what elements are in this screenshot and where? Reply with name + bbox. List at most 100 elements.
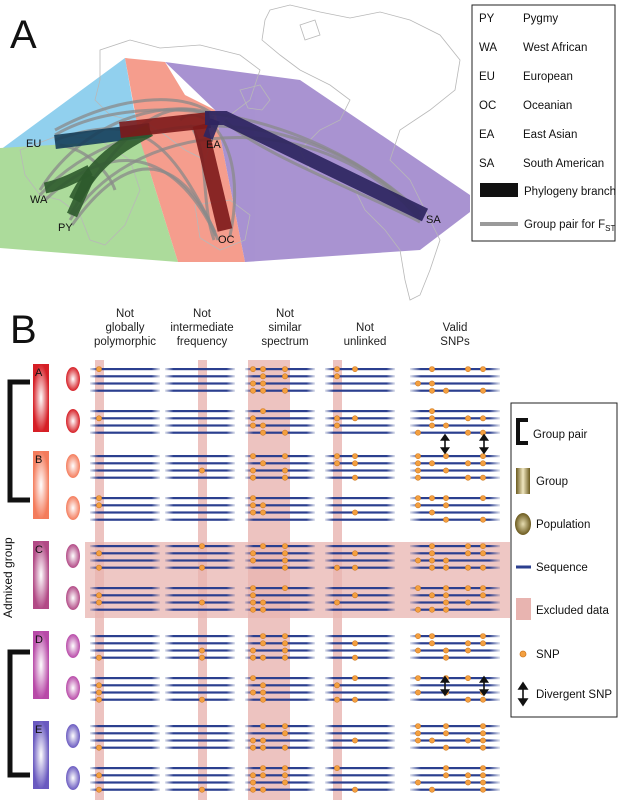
sequence bbox=[410, 698, 500, 701]
snp bbox=[480, 543, 486, 549]
sequence bbox=[410, 559, 500, 562]
sequence bbox=[165, 382, 235, 385]
legend-pair-sub: ST bbox=[605, 224, 615, 233]
sequence bbox=[325, 431, 395, 434]
sequence bbox=[325, 497, 395, 500]
sequence bbox=[245, 382, 315, 385]
snp bbox=[250, 654, 256, 661]
sequence bbox=[410, 566, 500, 569]
sequence bbox=[245, 774, 315, 777]
snp bbox=[465, 429, 471, 436]
snp bbox=[282, 557, 288, 564]
sequence bbox=[90, 389, 160, 392]
snp bbox=[352, 453, 358, 459]
sequence bbox=[325, 511, 395, 514]
map-labels: EU WA PY EA OC SA bbox=[26, 138, 441, 246]
sequence bbox=[410, 656, 500, 659]
sequence bbox=[245, 691, 315, 694]
snp bbox=[282, 366, 288, 372]
branch-main bbox=[119, 112, 211, 138]
sequence bbox=[245, 469, 315, 472]
sequence bbox=[245, 511, 315, 514]
sequence bbox=[90, 552, 160, 555]
snp bbox=[250, 606, 256, 613]
snp bbox=[260, 380, 266, 387]
sequence bbox=[90, 725, 160, 728]
snp bbox=[282, 373, 288, 380]
snp bbox=[199, 564, 205, 571]
snp bbox=[250, 509, 256, 516]
sequence bbox=[90, 566, 160, 569]
snp bbox=[250, 415, 256, 422]
snp bbox=[429, 592, 435, 599]
sequence bbox=[410, 545, 500, 548]
phylogeny-branches bbox=[43, 111, 429, 232]
snp bbox=[480, 779, 486, 786]
legend-code-py: PY bbox=[479, 13, 495, 25]
snp bbox=[352, 592, 358, 599]
snp bbox=[465, 675, 471, 681]
column-header-1-line-3: polymorphic bbox=[94, 336, 156, 348]
sequence bbox=[325, 469, 395, 472]
sequence bbox=[245, 649, 315, 652]
snp bbox=[443, 585, 449, 591]
sequence bbox=[165, 725, 235, 728]
sequence bbox=[90, 767, 160, 770]
snp bbox=[480, 744, 486, 751]
snp bbox=[443, 723, 449, 729]
snp bbox=[429, 509, 435, 516]
sequence bbox=[325, 594, 395, 597]
sequence bbox=[165, 504, 235, 507]
snp bbox=[443, 606, 449, 613]
snp bbox=[96, 495, 102, 501]
column-header-3-line-2: similar bbox=[268, 322, 301, 334]
sequence bbox=[325, 649, 395, 652]
sequence bbox=[245, 781, 315, 784]
snp bbox=[443, 744, 449, 751]
group-e-label: E bbox=[35, 724, 42, 736]
sequence bbox=[410, 368, 500, 371]
snp bbox=[480, 429, 486, 436]
sequence bbox=[90, 649, 160, 652]
sequence bbox=[90, 431, 160, 434]
snp bbox=[480, 585, 486, 591]
sequence bbox=[245, 587, 315, 590]
legend-excluded-swatch bbox=[516, 598, 531, 620]
sequence bbox=[245, 608, 315, 611]
sequence bbox=[90, 642, 160, 645]
sequence bbox=[165, 375, 235, 378]
snp bbox=[352, 675, 358, 681]
legend-excluded: Excluded data bbox=[536, 605, 609, 617]
snp bbox=[352, 550, 358, 557]
snp bbox=[250, 772, 256, 779]
legend-name-oc: Oceanian bbox=[523, 100, 572, 112]
sequence bbox=[165, 608, 235, 611]
snp bbox=[352, 460, 358, 467]
legend-branch-swatch bbox=[480, 183, 518, 197]
snp bbox=[480, 564, 486, 571]
snp bbox=[199, 786, 205, 793]
snp bbox=[96, 786, 102, 793]
sequence bbox=[325, 691, 395, 694]
snp bbox=[429, 550, 435, 557]
legend-name-wa: West African bbox=[523, 42, 587, 54]
snp bbox=[250, 599, 256, 606]
legend-population-swatch bbox=[515, 513, 531, 535]
snp bbox=[415, 453, 421, 459]
sequence bbox=[410, 389, 500, 392]
sequences bbox=[90, 368, 500, 791]
sequence bbox=[165, 424, 235, 427]
snp bbox=[260, 689, 266, 696]
sequence bbox=[165, 642, 235, 645]
snp bbox=[282, 564, 288, 571]
snp bbox=[250, 550, 256, 557]
sequence bbox=[325, 677, 395, 680]
sequence bbox=[165, 781, 235, 784]
column-header-3-line-3: spectrum bbox=[261, 336, 308, 348]
sequence bbox=[165, 552, 235, 555]
sequence bbox=[165, 389, 235, 392]
branch-west-african bbox=[43, 165, 93, 194]
snp bbox=[352, 696, 358, 703]
